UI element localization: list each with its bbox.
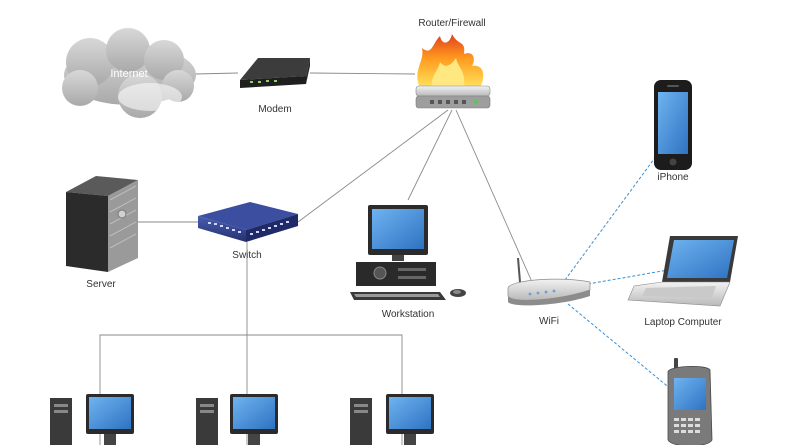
laptop-icon	[627, 236, 738, 307]
link-router-workstation	[407, 109, 453, 201]
iphone-label: iPhone	[657, 172, 689, 183]
switch-label: Switch	[232, 250, 262, 261]
link-wifi-laptop	[587, 269, 669, 285]
wifi-router-icon	[507, 257, 591, 306]
workstation-icon	[350, 205, 466, 300]
link-wifi-smartphone	[567, 303, 673, 391]
link-internet-modem	[194, 72, 239, 75]
modem-label: Modem	[258, 104, 292, 115]
wired-links	[99, 72, 533, 445]
router-firewall-icon	[415, 34, 491, 109]
desktop-pc-1-icon	[50, 394, 134, 445]
internet-cloud-icon	[62, 28, 196, 118]
server-label: Server	[86, 279, 116, 290]
workstation-label: Workstation	[381, 309, 435, 320]
wifi-label: WiFi	[539, 316, 559, 327]
desktop-pc-3-icon	[350, 394, 434, 445]
modem-icon	[240, 58, 310, 88]
link-router-switch	[297, 109, 449, 223]
link-router-wifi	[455, 109, 533, 283]
server-icon	[66, 176, 138, 272]
laptop-computer-label: Laptop Computer	[644, 317, 722, 328]
desktop-pc-2-icon	[196, 394, 278, 445]
iphone-icon	[654, 80, 692, 170]
link-modem-router	[309, 72, 416, 75]
internet-label: Internet	[110, 68, 148, 80]
smartphone-icon	[667, 358, 713, 445]
link-bus-desktops	[99, 334, 403, 445]
wireless-links	[564, 154, 673, 391]
link-wifi-iphone	[564, 154, 658, 281]
router-firewall-label: Router/Firewall	[418, 18, 486, 29]
switch-icon	[198, 202, 298, 242]
